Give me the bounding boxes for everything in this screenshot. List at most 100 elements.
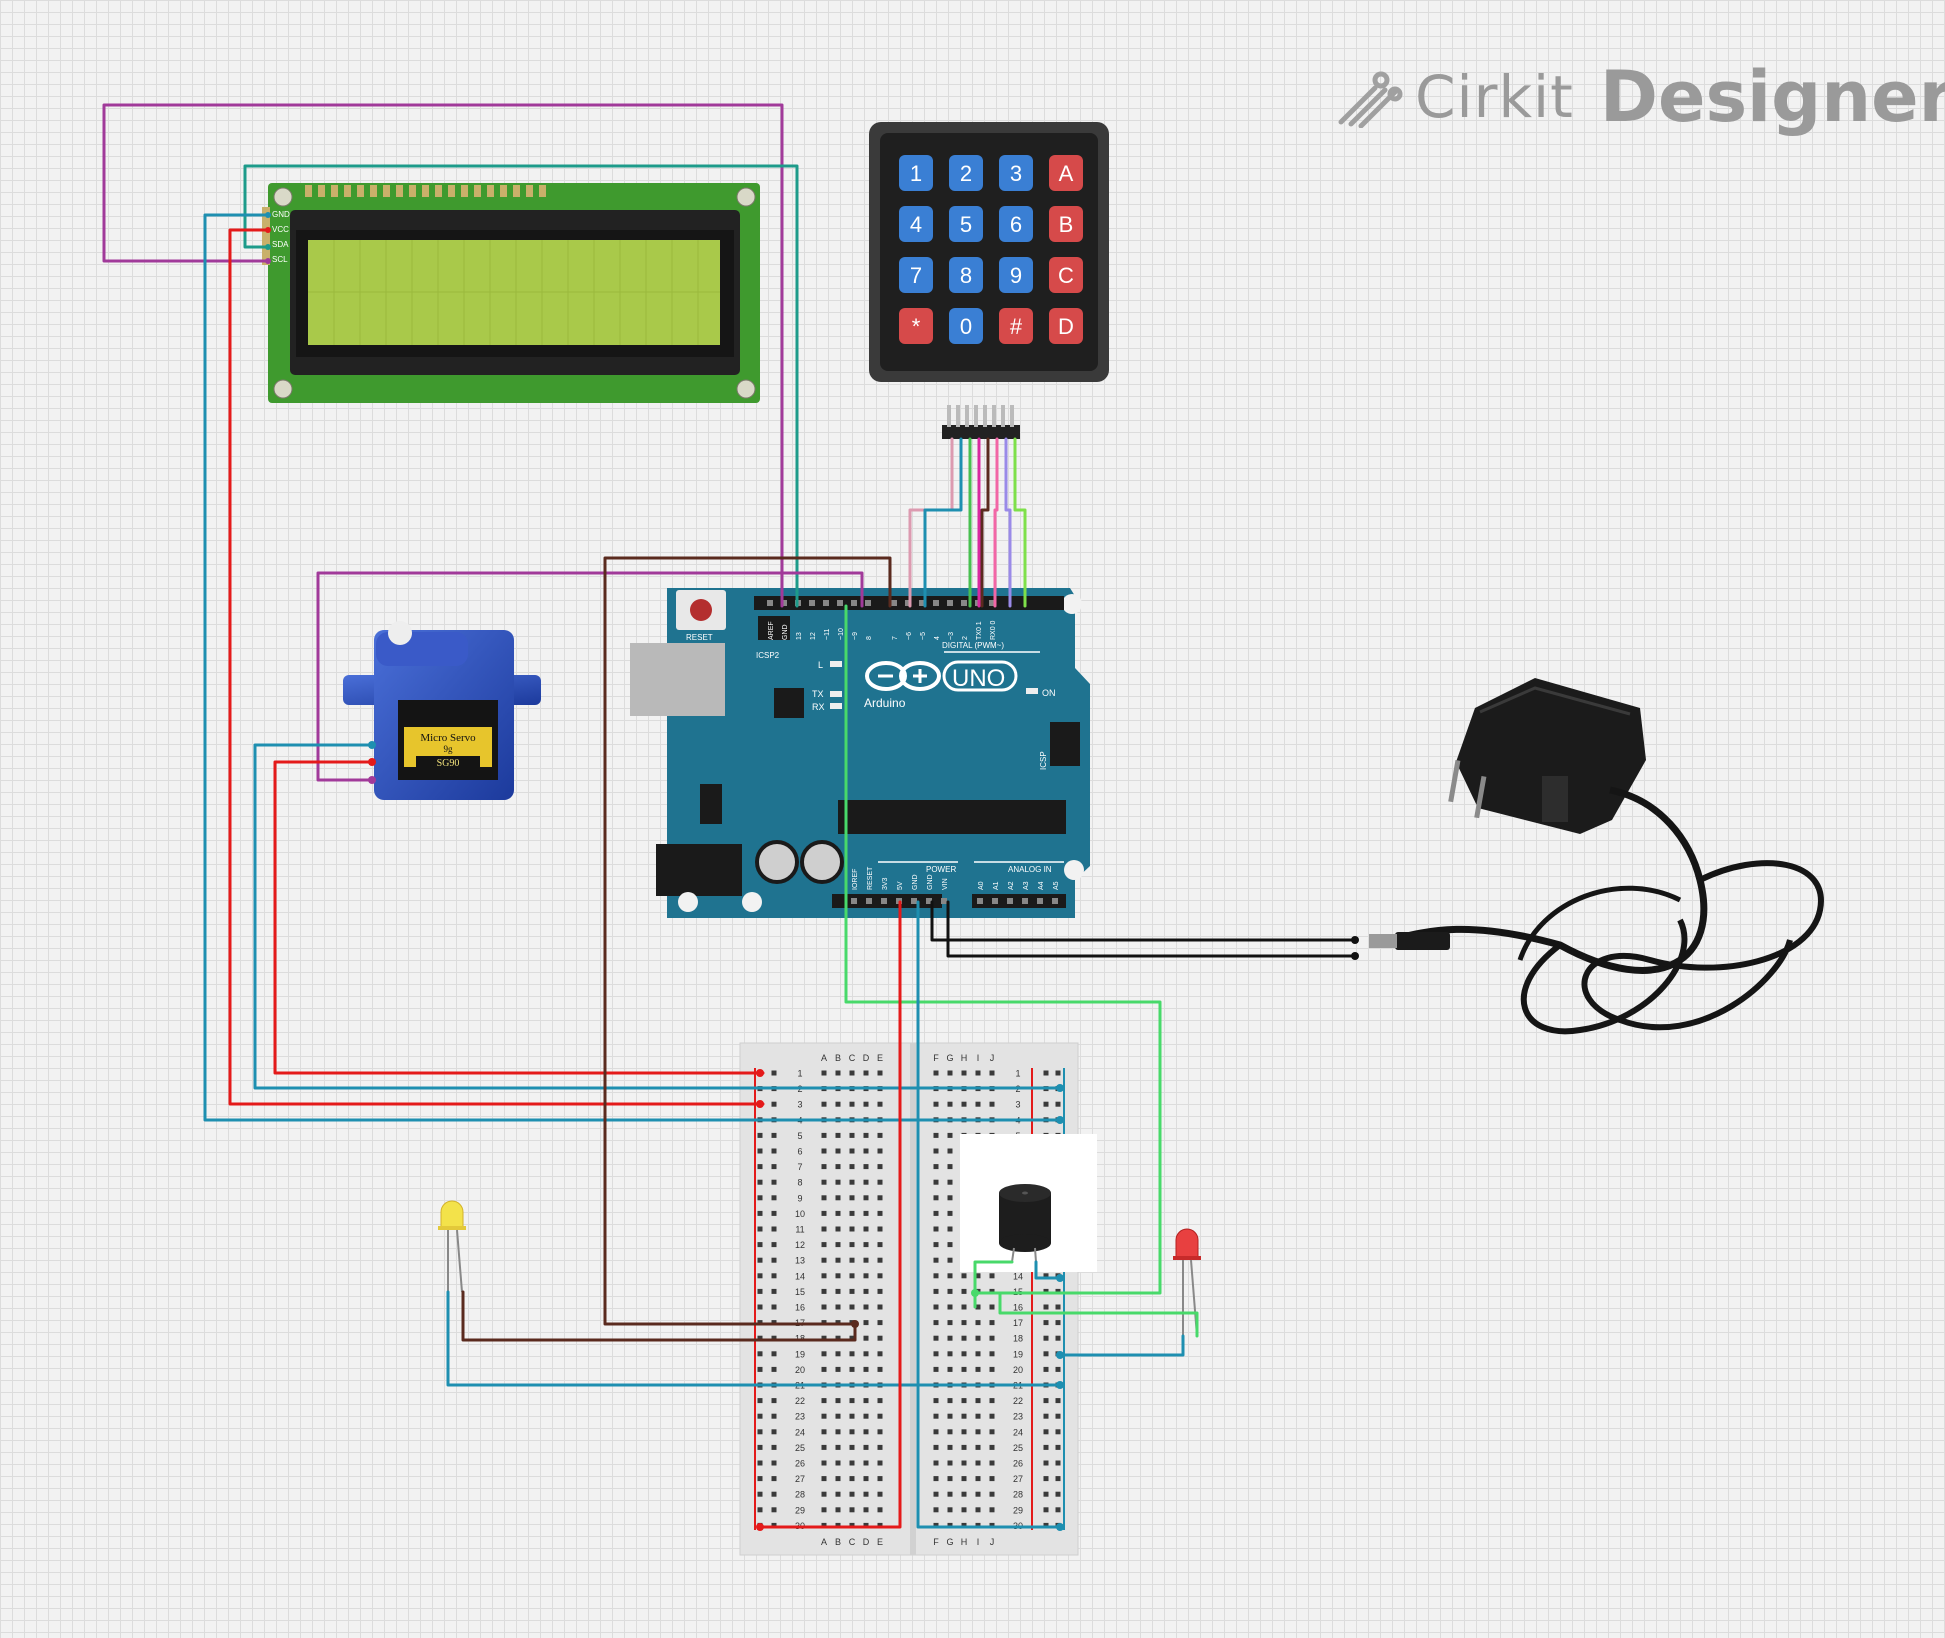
- bb-hole[interactable]: [947, 1242, 953, 1248]
- bb-hole[interactable]: [877, 1366, 883, 1372]
- bb-hole[interactable]: [975, 1429, 981, 1435]
- bb-hole[interactable]: [757, 1476, 763, 1482]
- keypad-key[interactable]: 8: [949, 257, 983, 293]
- bb-hole[interactable]: [821, 1444, 827, 1450]
- bb-hole[interactable]: [757, 1335, 763, 1341]
- bb-hole[interactable]: [1043, 1070, 1049, 1076]
- digital-pin-hole[interactable]: [989, 600, 995, 606]
- bb-hole[interactable]: [1055, 1304, 1061, 1310]
- keypad-key[interactable]: 4: [899, 206, 933, 242]
- bb-hole[interactable]: [849, 1335, 855, 1341]
- bb-hole[interactable]: [1055, 1398, 1061, 1404]
- bb-hole[interactable]: [771, 1195, 777, 1201]
- analog-pin-hole[interactable]: [992, 898, 998, 904]
- bb-hole[interactable]: [1043, 1460, 1049, 1466]
- bb-hole[interactable]: [989, 1413, 995, 1419]
- bb-hole[interactable]: [989, 1070, 995, 1076]
- bb-hole[interactable]: [849, 1210, 855, 1216]
- bb-hole[interactable]: [771, 1413, 777, 1419]
- bb-hole[interactable]: [989, 1351, 995, 1357]
- bb-hole[interactable]: [835, 1273, 841, 1279]
- bb-hole[interactable]: [975, 1366, 981, 1372]
- bb-hole[interactable]: [849, 1460, 855, 1466]
- bb-hole[interactable]: [835, 1132, 841, 1138]
- bb-hole[interactable]: [877, 1335, 883, 1341]
- bb-hole[interactable]: [975, 1444, 981, 1450]
- power-pin-hole[interactable]: [941, 898, 947, 904]
- bb-hole[interactable]: [947, 1444, 953, 1450]
- bb-hole[interactable]: [821, 1476, 827, 1482]
- bb-hole[interactable]: [771, 1366, 777, 1372]
- bb-hole[interactable]: [933, 1101, 939, 1107]
- digital-pin-hole[interactable]: [905, 600, 911, 606]
- bb-hole[interactable]: [757, 1491, 763, 1497]
- bb-hole[interactable]: [947, 1351, 953, 1357]
- bb-hole[interactable]: [877, 1288, 883, 1294]
- bb-hole[interactable]: [947, 1491, 953, 1497]
- bb-hole[interactable]: [877, 1226, 883, 1232]
- bb-hole[interactable]: [975, 1273, 981, 1279]
- bb-hole[interactable]: [835, 1304, 841, 1310]
- bb-hole[interactable]: [1043, 1320, 1049, 1326]
- power-pin-hole[interactable]: [911, 898, 917, 904]
- bb-hole[interactable]: [863, 1242, 869, 1248]
- bb-hole[interactable]: [947, 1335, 953, 1341]
- bb-hole[interactable]: [961, 1413, 967, 1419]
- bb-hole[interactable]: [877, 1413, 883, 1419]
- bb-hole[interactable]: [947, 1398, 953, 1404]
- bb-hole[interactable]: [757, 1460, 763, 1466]
- bb-hole[interactable]: [989, 1335, 995, 1341]
- bb-hole[interactable]: [771, 1335, 777, 1341]
- bb-hole[interactable]: [821, 1070, 827, 1076]
- bb-hole[interactable]: [877, 1320, 883, 1326]
- bb-hole[interactable]: [933, 1304, 939, 1310]
- bb-hole[interactable]: [933, 1226, 939, 1232]
- bb-hole[interactable]: [849, 1273, 855, 1279]
- bb-hole[interactable]: [849, 1444, 855, 1450]
- bb-hole[interactable]: [863, 1444, 869, 1450]
- bb-hole[interactable]: [849, 1195, 855, 1201]
- bb-hole[interactable]: [933, 1398, 939, 1404]
- bb-hole[interactable]: [975, 1335, 981, 1341]
- bb-hole[interactable]: [757, 1226, 763, 1232]
- bb-hole[interactable]: [771, 1398, 777, 1404]
- bb-hole[interactable]: [757, 1257, 763, 1263]
- bb-hole[interactable]: [947, 1320, 953, 1326]
- bb-hole[interactable]: [821, 1164, 827, 1170]
- bb-hole[interactable]: [849, 1413, 855, 1419]
- bb-hole[interactable]: [849, 1491, 855, 1497]
- bb-hole[interactable]: [849, 1070, 855, 1076]
- bb-hole[interactable]: [1055, 1101, 1061, 1107]
- bb-hole[interactable]: [933, 1242, 939, 1248]
- bb-hole[interactable]: [961, 1522, 967, 1528]
- bb-hole[interactable]: [849, 1101, 855, 1107]
- bb-hole[interactable]: [1043, 1335, 1049, 1341]
- bb-hole[interactable]: [947, 1460, 953, 1466]
- bb-hole[interactable]: [757, 1398, 763, 1404]
- bb-hole[interactable]: [947, 1179, 953, 1185]
- bb-hole[interactable]: [835, 1476, 841, 1482]
- bb-hole[interactable]: [933, 1257, 939, 1263]
- bb-hole[interactable]: [757, 1164, 763, 1170]
- bb-hole[interactable]: [863, 1210, 869, 1216]
- bb-hole[interactable]: [835, 1429, 841, 1435]
- bb-hole[interactable]: [835, 1507, 841, 1513]
- bb-hole[interactable]: [989, 1507, 995, 1513]
- bb-hole[interactable]: [849, 1366, 855, 1372]
- bb-hole[interactable]: [835, 1101, 841, 1107]
- analog-pin-hole[interactable]: [1052, 898, 1058, 904]
- bb-hole[interactable]: [835, 1257, 841, 1263]
- bb-hole[interactable]: [863, 1257, 869, 1263]
- bb-hole[interactable]: [863, 1507, 869, 1513]
- bb-hole[interactable]: [757, 1366, 763, 1372]
- bb-hole[interactable]: [1055, 1429, 1061, 1435]
- bb-hole[interactable]: [989, 1101, 995, 1107]
- bb-hole[interactable]: [961, 1476, 967, 1482]
- bb-hole[interactable]: [863, 1195, 869, 1201]
- bb-hole[interactable]: [975, 1507, 981, 1513]
- bb-hole[interactable]: [877, 1164, 883, 1170]
- bb-hole[interactable]: [975, 1460, 981, 1466]
- bb-hole[interactable]: [877, 1210, 883, 1216]
- bb-hole[interactable]: [1043, 1351, 1049, 1357]
- keypad-key[interactable]: 6: [999, 206, 1033, 242]
